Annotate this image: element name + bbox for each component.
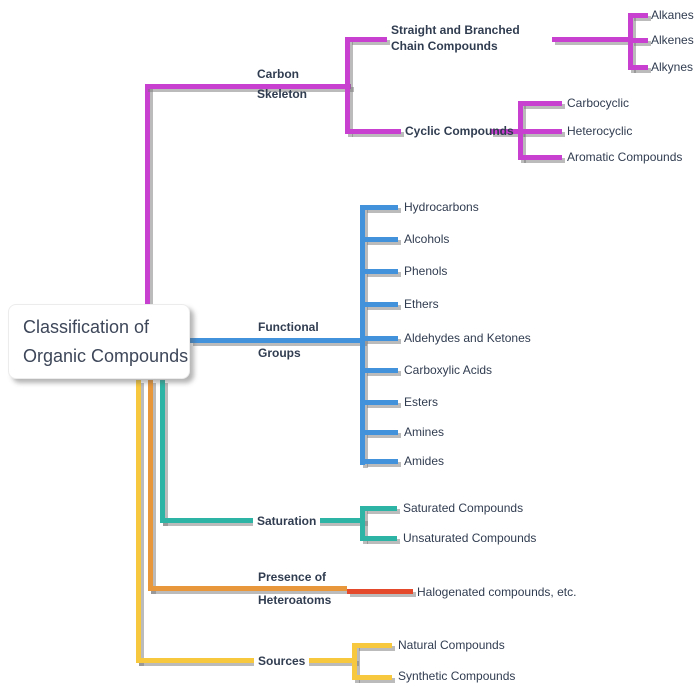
- leaf-aldehydes-and-ketones: Aldehydes and Ketones: [404, 331, 531, 345]
- sources-line-v: [136, 380, 141, 663]
- aldehydes-ketones-stub: [364, 336, 398, 341]
- esters-stub: [364, 400, 398, 405]
- leaf-phenols: Phenols: [404, 264, 448, 278]
- sources-label: Sources: [254, 653, 310, 669]
- cyclic-line-h: [490, 129, 522, 134]
- phenols-stub: [364, 269, 398, 274]
- carbon-skeleton-label-line2: Skeleton: [257, 87, 308, 101]
- amines-stub: [364, 430, 398, 435]
- alcohols-stub: [364, 237, 398, 242]
- cyclic-leaf-bracket: [518, 101, 523, 160]
- open-chain-line-h: [552, 37, 630, 42]
- leaf-alcohols: Alcohols: [404, 232, 450, 246]
- alkynes-stub: [631, 65, 648, 70]
- sources-line-h: [136, 658, 356, 663]
- leaf-unsaturated-compounds: Unsaturated Compounds: [403, 531, 537, 545]
- leaf-amines: Amines: [404, 425, 445, 439]
- heteroatoms-leaf-line: [347, 589, 413, 594]
- leaf-hydrocarbons: Hydrocarbons: [404, 200, 479, 214]
- alkenes-stub: [631, 38, 648, 43]
- leaf-synthetic-compounds: Synthetic Compounds: [398, 669, 516, 683]
- leaf-alkynes: Alkynes: [651, 60, 694, 74]
- open-chain-leaf-bracket: [628, 13, 633, 70]
- saturation-line-v: [160, 380, 165, 523]
- natural-stub: [356, 643, 392, 648]
- root-node: Classification of Organic Compounds: [8, 304, 190, 379]
- saturated-stub: [364, 506, 397, 511]
- leaf-saturated-compounds: Saturated Compounds: [403, 501, 524, 515]
- heterocyclic-stub: [521, 129, 562, 134]
- hydrocarbons-stub: [364, 205, 398, 210]
- leaf-alkenes: Alkenes: [651, 33, 694, 47]
- functional-groups-bracket: [360, 205, 365, 465]
- carbon-skeleton-line-h: [145, 84, 351, 89]
- alkanes-stub: [631, 13, 648, 18]
- synthetic-stub: [356, 675, 392, 680]
- carbon-skeleton-line-v: [145, 84, 150, 305]
- heteroatoms-line-v: [148, 380, 153, 591]
- leaf-halogenated-compounds: Halogenated compounds, etc.: [417, 585, 577, 599]
- leaf-alkanes: Alkanes: [651, 8, 694, 22]
- root-title-line2: Organic Compounds: [23, 345, 189, 366]
- ethers-stub: [364, 302, 398, 307]
- leaf-natural-compounds: Natural Compounds: [398, 638, 505, 652]
- unsaturated-stub: [364, 536, 397, 541]
- carbon-skeleton-label-line1: Carbon: [257, 67, 299, 81]
- open-chain-stub: [349, 37, 387, 42]
- leaf-esters: Esters: [404, 395, 439, 409]
- heteroatoms-line-h: [148, 586, 347, 591]
- leaf-heterocyclic: Heterocyclic: [567, 124, 633, 138]
- saturation-label: Saturation: [253, 513, 321, 529]
- leaf-aromatic-compounds: Aromatic Compounds: [567, 150, 683, 164]
- leaf-amides: Amides: [404, 454, 445, 468]
- amides-stub: [364, 459, 398, 464]
- branch-label-carbon-skeleton: Carbon Skeleton: [257, 66, 307, 102]
- sources-bracket: [352, 643, 357, 680]
- aromatic-stub: [521, 155, 562, 160]
- carboxylic-acids-stub: [364, 368, 398, 373]
- leaf-ethers: Ethers: [404, 297, 439, 311]
- root-title-line1: Classification of: [23, 316, 150, 337]
- open-chain-label-line1: Straight and Branched: [391, 23, 520, 37]
- saturation-bracket: [360, 506, 365, 541]
- functional-groups-label-line2: Groups: [258, 346, 301, 360]
- heteroatoms-label-line1: Presence of: [258, 570, 327, 584]
- heteroatoms-label-line2: Heteroatoms: [258, 593, 332, 607]
- cyclic-stub: [349, 129, 401, 134]
- leaf-carbocyclic: Carbocyclic: [567, 96, 630, 110]
- node-cyclic: Cyclic Compounds: [405, 124, 514, 138]
- carbocyclic-stub: [521, 101, 562, 106]
- functional-groups-line-h: [190, 338, 364, 343]
- carbon-skeleton-children-bracket: [345, 37, 350, 134]
- functional-groups-label-line1: Functional: [258, 320, 319, 334]
- node-open-chain: Straight and Branched Chain Compounds: [391, 22, 520, 54]
- open-chain-label-line2: Chain Compounds: [391, 39, 498, 53]
- leaf-carboxylic-acids: Carboxylic Acids: [404, 363, 493, 377]
